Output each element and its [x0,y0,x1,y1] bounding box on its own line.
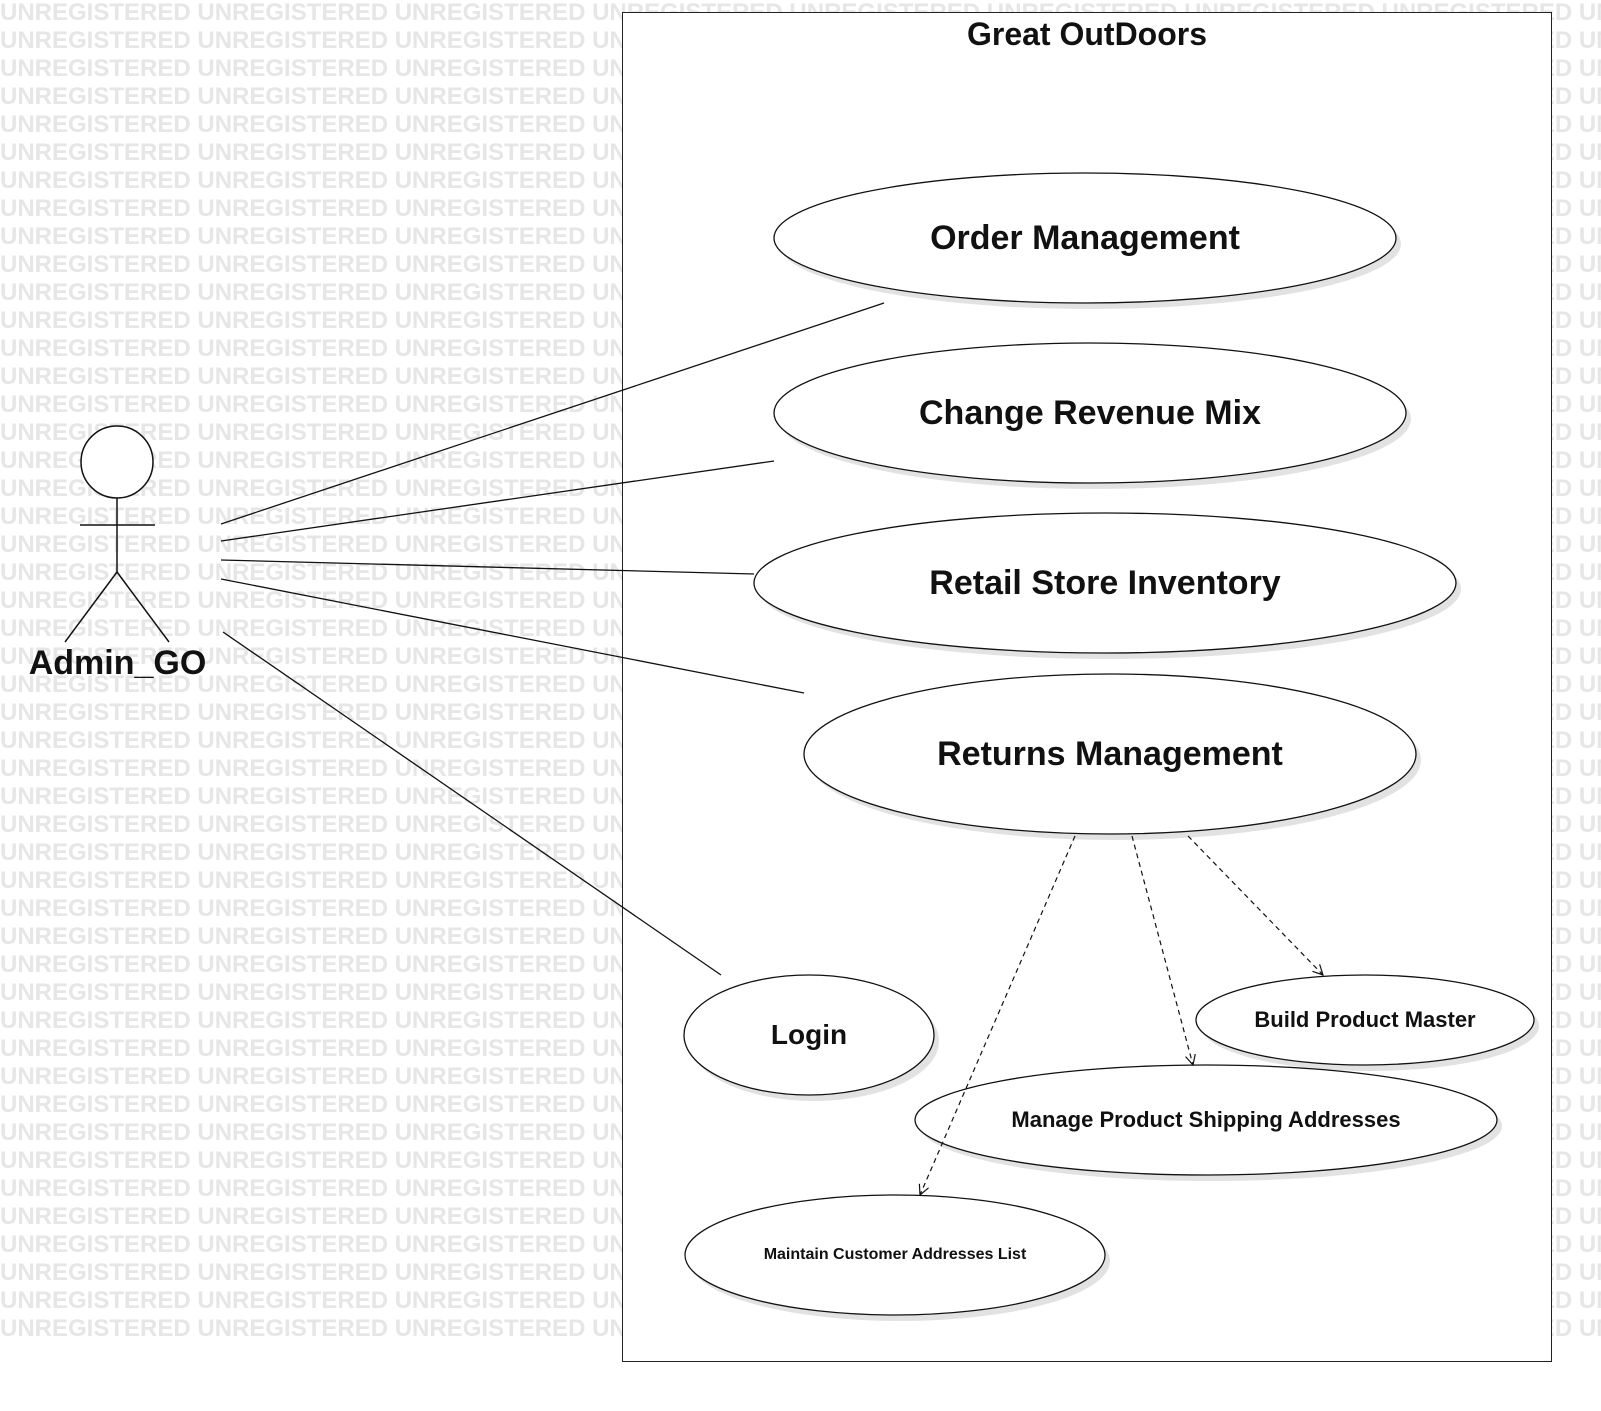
use-case-retail-store-inventory-shape[interactable] [753,512,1461,659]
dependency-to-maintain-customer-addresses-list[interactable] [920,835,1076,1195]
use-case-maintain-customer-addresses-list-shape[interactable] [684,1194,1110,1321]
use-case-login-shape[interactable] [683,974,939,1101]
association-returns-management[interactable] [220,578,805,694]
system-title: Great OutDoors [966,16,1208,52]
dependency-to-build-product-master[interactable] [1187,835,1323,975]
actor-left-leg [64,571,118,643]
actor-head [80,425,154,499]
use-case-change-revenue-mix-shape[interactable] [773,342,1411,489]
dependency-to-manage-product-shipping-addresses[interactable] [1131,835,1193,1065]
use-case-manage-product-shipping-addresses-shape[interactable] [914,1064,1502,1181]
actor-right-leg [116,571,170,643]
association-login[interactable] [222,631,722,976]
association-change-revenue-mix[interactable] [220,460,775,542]
actor-figure[interactable] [64,425,170,643]
use-case-build-product-master-shape[interactable] [1195,974,1539,1071]
association-order-management[interactable] [220,302,885,525]
association-retail-store-inventory[interactable] [220,559,755,575]
actor-name: Admin_GO [28,644,207,682]
use-case-returns-management-shape[interactable] [803,673,1421,840]
use-case-order-management-shape[interactable] [773,172,1401,309]
